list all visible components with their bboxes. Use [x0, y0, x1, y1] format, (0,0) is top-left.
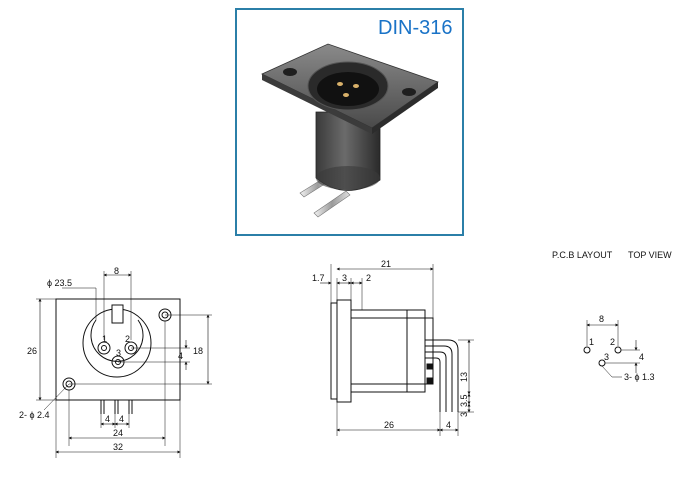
side-lead-2	[425, 351, 447, 412]
pcb-caption-left: P.C.B LAYOUT	[552, 250, 613, 260]
front-dim-diameter: ϕ 23.5	[47, 278, 72, 288]
side-dim-lead-1: 3.5	[459, 394, 469, 407]
side-dim-body: 26	[384, 420, 394, 430]
pcb-hole-note: 3- ϕ 1.3	[624, 372, 655, 382]
pcb-pin-label-2: 2	[610, 337, 615, 347]
pcb-caption-right: TOP VIEW	[628, 250, 672, 260]
side-dim-total-depth: 21	[381, 259, 391, 269]
front-dim-pins-a: 4	[105, 414, 110, 424]
front-pin-label-2: 2	[125, 334, 130, 344]
connector-photo	[261, 43, 439, 218]
side-dim-b: 2	[366, 273, 371, 283]
front-pin-label-1: 1	[102, 334, 107, 344]
pcb-hole-2	[614, 346, 622, 354]
side-body	[350, 309, 426, 393]
side-flange	[330, 302, 338, 400]
side-dim-lead-2: 3	[459, 412, 469, 417]
side-flange-rim	[336, 299, 352, 403]
pcb-pin-label-3: 3	[604, 352, 609, 362]
side-dim-a: 3	[342, 273, 347, 283]
side-view-drawing	[320, 264, 474, 436]
front-pin-1	[97, 341, 111, 355]
front-dim-width-inner: 24	[113, 428, 123, 438]
front-dim-pins-b: 4	[119, 414, 124, 424]
front-dim-spacing: 8	[114, 266, 119, 276]
side-view-labels: 21 1.7 3 2 26 4 13 3.5 3	[312, 259, 469, 430]
front-mount-hole-note: 2- ϕ 2.4	[19, 410, 50, 420]
pcb-layout-labels: P.C.B LAYOUT TOP VIEW 8 4 3- ϕ 1.3 1 2 3	[552, 250, 672, 382]
front-dim-small: 4	[178, 351, 183, 361]
product-photo-panel: DIN-316	[235, 8, 464, 236]
side-body-end	[424, 317, 434, 385]
front-dim-height-right: 18	[193, 346, 203, 356]
pcb-pin-label-1: 1	[589, 337, 594, 347]
pcb-dim-offset: 4	[639, 352, 644, 362]
side-dim-lead: 4	[446, 420, 451, 430]
side-dim-pin-height: 13	[459, 372, 469, 382]
front-view-drawing	[36, 271, 212, 458]
model-label: DIN-316	[378, 17, 452, 39]
pcb-layout-drawing	[583, 320, 640, 378]
side-dim-flange: 1.7	[312, 273, 325, 283]
side-lead-1	[425, 339, 459, 412]
pcb-dim-pin-pitch: 8	[599, 314, 604, 324]
front-view-labels: 8 ϕ 23.5 26 18 4 2- ϕ 2.4 4 4 24 32 1 2 …	[19, 266, 203, 452]
front-dim-width-outer: 32	[113, 442, 123, 452]
front-pin-label-3: 3	[116, 348, 121, 358]
front-dim-height-left: 26	[27, 346, 37, 356]
pcb-hole-1	[583, 346, 591, 354]
